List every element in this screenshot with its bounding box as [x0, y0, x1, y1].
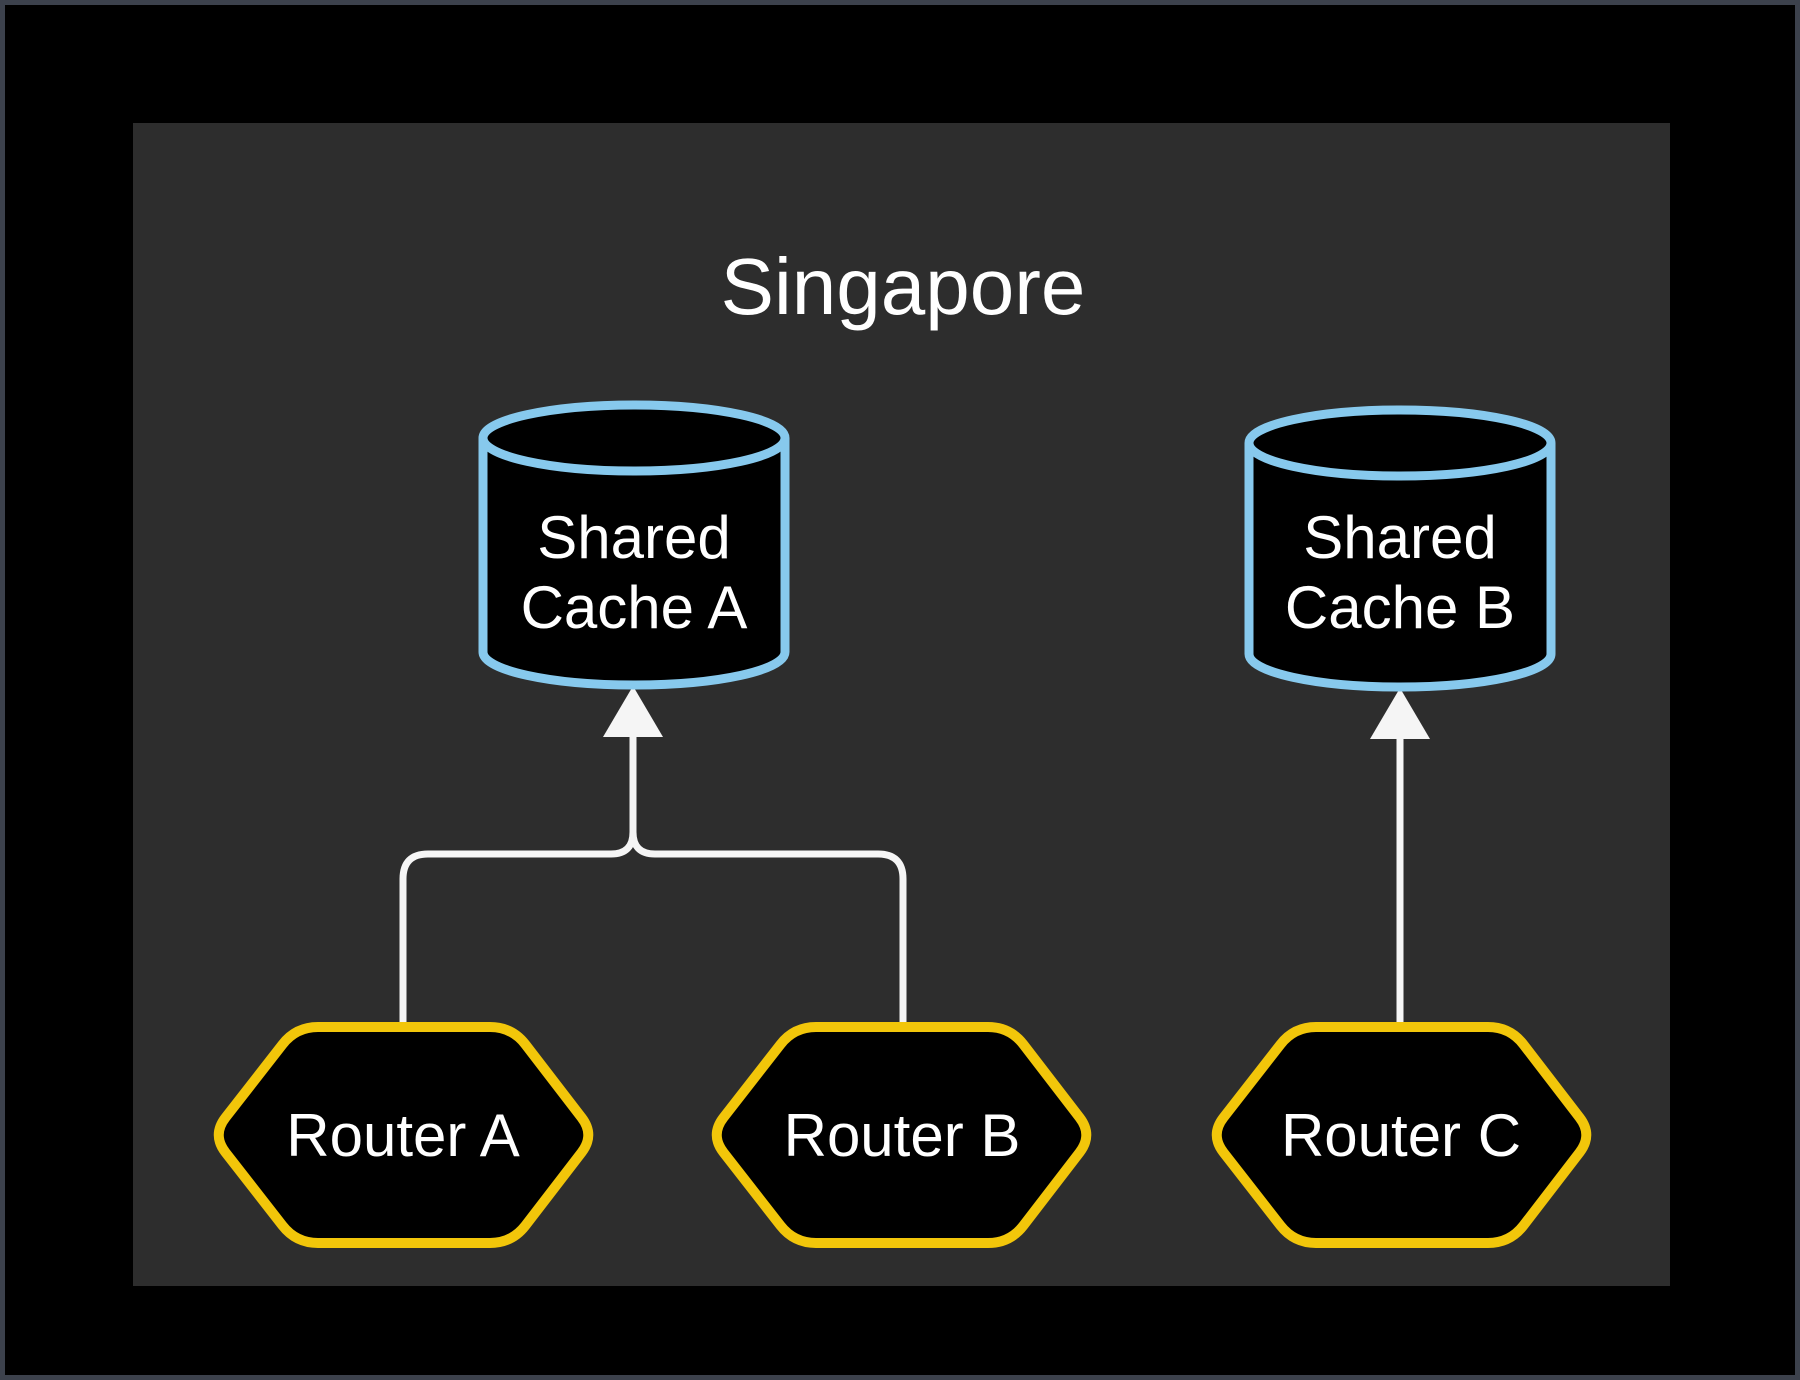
hexagon-body	[213, 1022, 594, 1248]
arrowhead-cache-a	[603, 686, 663, 737]
edge-router-b-to-cache-a	[629, 828, 907, 1031]
cylinder-body	[478, 438, 790, 690]
node-router-c: Router C	[1211, 1022, 1592, 1248]
hexagon-body	[1211, 1022, 1592, 1248]
node-shared-cache-b: Shared Cache B	[1244, 405, 1556, 692]
node-label: Router A	[286, 1102, 519, 1169]
node-label-line1: Shared	[1303, 504, 1496, 571]
cylinder-top-ellipse	[478, 400, 790, 476]
region-title: Singapore	[721, 242, 1086, 331]
node-shared-cache-a: Shared Cache A	[478, 400, 790, 690]
node-router-a: Router A	[213, 1022, 594, 1248]
node-router-b: Router B	[711, 1022, 1092, 1248]
node-label-line2: Cache B	[1285, 574, 1515, 641]
edges	[399, 686, 1430, 1031]
hexagon-body	[711, 1022, 1092, 1248]
cylinder-body	[1244, 443, 1556, 692]
cylinder-top-ellipse	[1244, 405, 1556, 481]
node-label-line1: Shared	[537, 504, 730, 571]
node-label-line2: Cache A	[521, 574, 748, 641]
node-label: Router C	[1281, 1102, 1521, 1169]
arrowhead-cache-b	[1370, 688, 1430, 739]
node-label: Router B	[784, 1102, 1021, 1169]
